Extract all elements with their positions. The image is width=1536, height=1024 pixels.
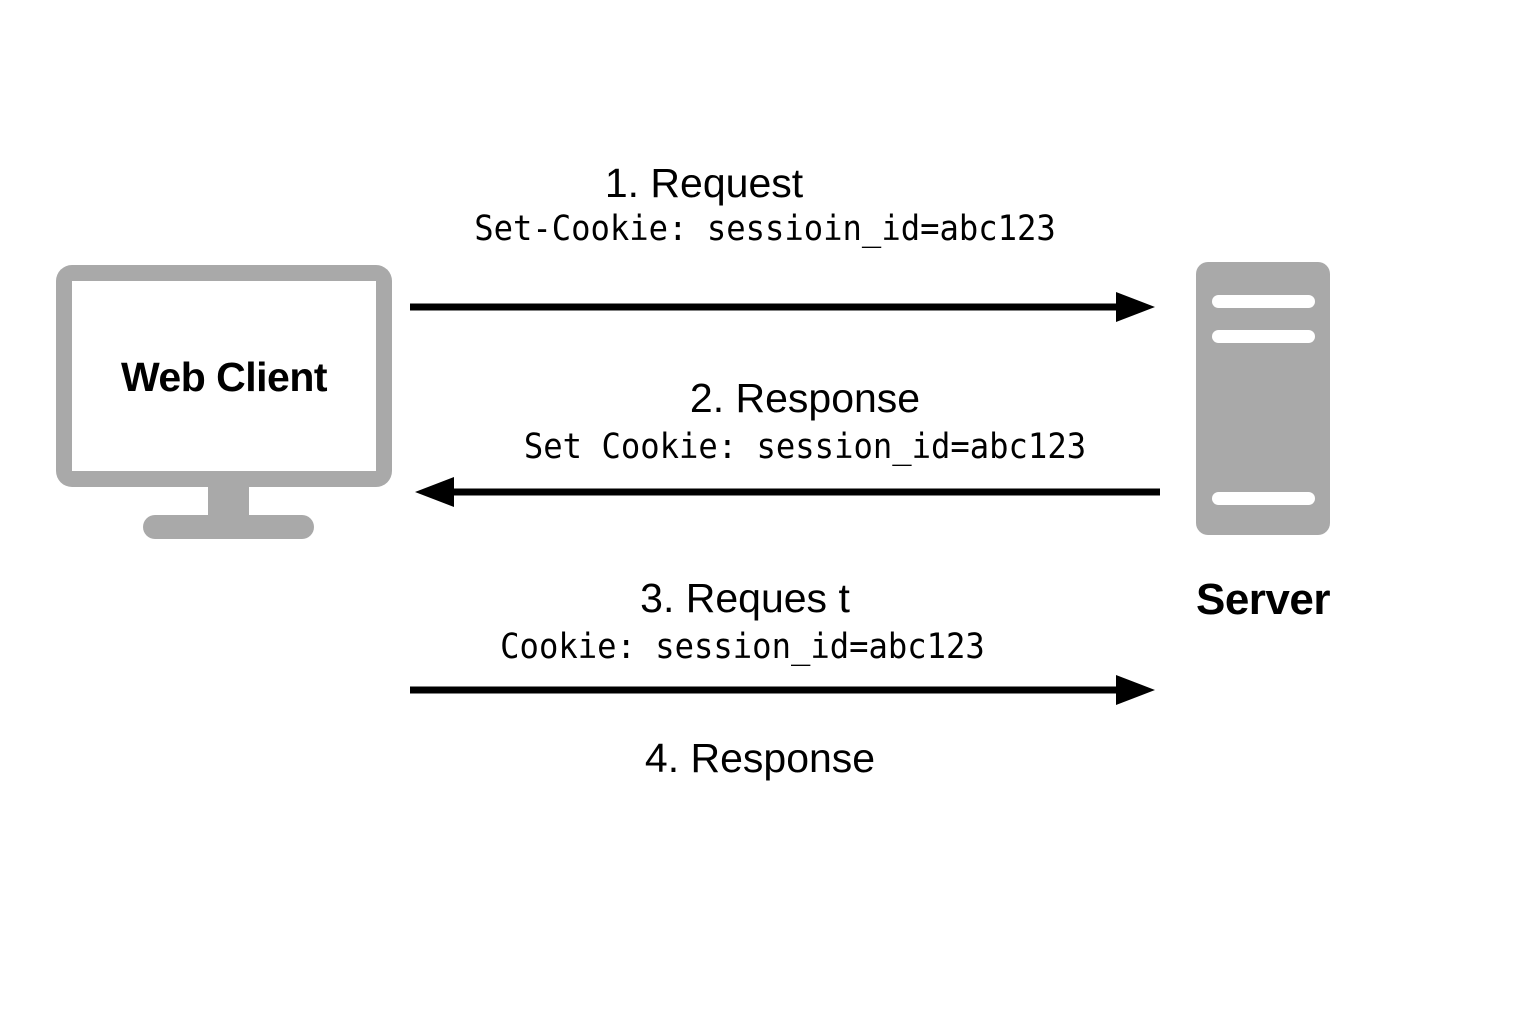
message-2-title: 2. Response [689,375,921,421]
server-slot-icon [1212,330,1315,343]
web-client-monitor-icon: Web Client [56,265,392,487]
message-4-title: 4. Response [644,735,876,781]
monitor-stand-base [143,515,314,539]
server-slot-icon [1212,492,1315,505]
message-1-title: 1. Request [604,160,804,206]
server-slot-icon [1212,295,1315,308]
web-client-label: Web Client [120,354,328,400]
arrow-response-2 [410,477,1160,507]
arrow-request-3 [410,675,1155,705]
message-2-detail: Set Cookie: session_id=abc123 [523,427,1087,467]
server-label: Server [1195,575,1331,624]
server-tower-icon [1196,262,1330,535]
message-1-detail: Set-Cookie: sessioin_id=abc123 [474,209,1056,249]
message-3-title: 3. Reques t [640,575,850,621]
monitor-screen: Web Client [72,281,376,471]
arrow-request-1 [410,292,1155,322]
message-3-detail: Cookie: session_id=abc123 [500,627,985,667]
